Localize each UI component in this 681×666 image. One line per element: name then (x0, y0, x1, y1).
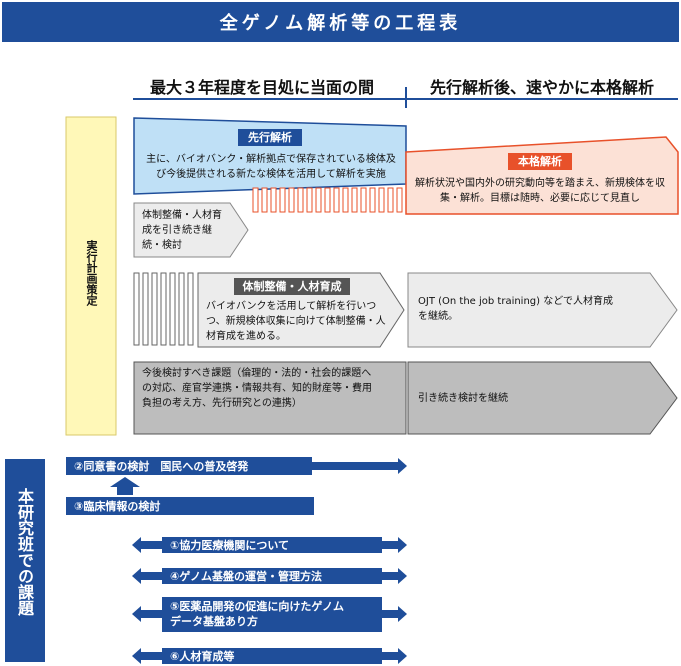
research-box (5, 459, 45, 662)
taisei-stripes (133, 272, 194, 346)
task-4-arrow (132, 568, 407, 584)
taisei-small-text: 体制整備・人材育成を引き続き継続・検討 (142, 210, 222, 251)
task-5-label: ⑤医薬品開発の促進に向けたゲノムデータ基盤あり方 (170, 600, 344, 628)
taisei-small-arrow (133, 202, 249, 258)
taisei-text: バイオバンクを活用して解析を行いつつ、新規検体収集に向けて体制整備・人材育成を進… (206, 301, 386, 342)
task-4-label: ④ゲノム基盤の運営・管理方法 (170, 570, 322, 583)
task-6-label: ⑥人材育成等 (170, 650, 235, 663)
task-2-arrow (312, 458, 407, 474)
task-3-bar (66, 497, 314, 515)
plan-label: 実行計画策定 (85, 240, 98, 306)
research-label: 本研究班での課題 (15, 488, 34, 616)
page-title: 全ゲノム解析等の工程表 (2, 2, 679, 42)
plan-box (65, 116, 117, 436)
honkaku-box (405, 136, 679, 215)
kentou-box (133, 361, 407, 435)
ojt-text: OJT (On the job training) などで人材育成を継続。 (418, 296, 614, 322)
honkaku-label: 本格解析 (508, 153, 572, 170)
task-5-arrow (132, 597, 407, 632)
task-1-label: ①協力医療機関について (170, 539, 289, 552)
sentaku-label: 先行解析 (238, 129, 302, 146)
kentou-text: 今後検討すべき課題（倫理的・法的・社会的課題への対応、産官学連携・情報共有、知的… (142, 368, 372, 409)
task-6-arrow (132, 648, 407, 664)
task-2-bar (66, 457, 312, 475)
task-3-label: ③臨床情報の検討 (74, 500, 161, 513)
kentou-right-text: 引き続き検討を継続 (418, 393, 508, 404)
honkaku-text: 解析状況や国内外の研究動向等を踏まえ、新規検体を収集・解析。目標は随時、必要に応… (415, 178, 665, 204)
ojt-arrow (407, 272, 678, 348)
task-2-label: ②同意書の検討 国民への普及啓発 (74, 460, 249, 473)
sentaku-text: 主に、バイオバンク・解析拠点で保存されている検体及び今後提供される新たな検体を活… (146, 154, 396, 180)
taisei-label: 体制整備・人材育成 (234, 278, 350, 295)
period-left-label: 最大３年程度を目処に当面の間 (150, 78, 375, 97)
sentaku-stripes (252, 187, 403, 213)
kentou-arrow (407, 361, 678, 435)
period-right-label: 先行解析後、速やかに本格解析 (430, 78, 655, 97)
up-arrow (110, 477, 140, 495)
task-1-arrow (132, 537, 407, 553)
